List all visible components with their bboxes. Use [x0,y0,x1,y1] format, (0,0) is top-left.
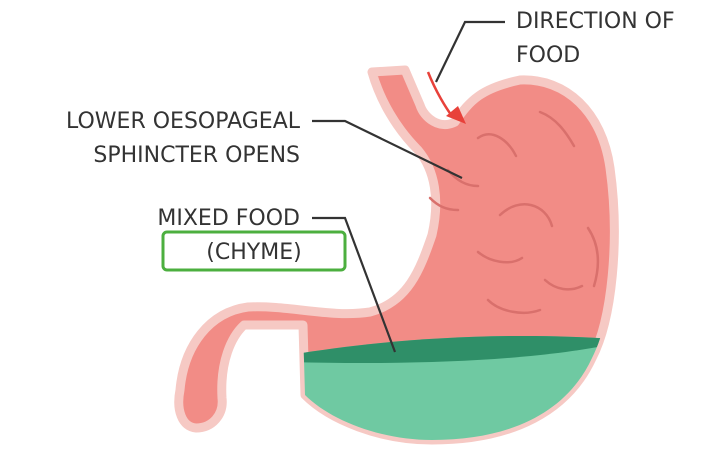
chyme-label-line2: (CHYME) [206,240,301,265]
direction-label-line1: DIRECTION OF [516,9,675,34]
direction-arrow-curve [428,72,452,116]
sphincter-label-line2: SPHINCTER OPENS [93,143,300,168]
chyme-label-line1: MIXED FOOD [157,206,300,231]
direction-leader-line [436,22,505,82]
direction-label-line2: FOOD [516,43,580,68]
sphincter-label-line1: LOWER OESOPAGEAL [66,109,301,134]
